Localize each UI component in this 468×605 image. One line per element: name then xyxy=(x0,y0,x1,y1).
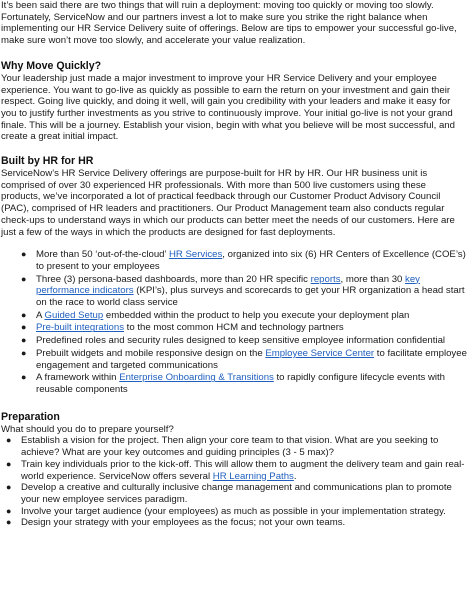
text: Predefined roles and security rules desi… xyxy=(36,335,446,347)
bullet-icon: ● xyxy=(6,458,12,469)
guided-setup-link[interactable]: Guided Setup xyxy=(44,309,104,321)
bullet-icon: ● xyxy=(6,505,12,516)
employee-service-center-link[interactable]: Employee Service Center xyxy=(265,347,375,359)
list-item: ● Involve your target audience (your empl… xyxy=(1,506,468,518)
text: to rapidly configure lifecycle events wi… xyxy=(36,372,446,395)
list-item: ● Establish a vision for the project. The… xyxy=(1,435,468,458)
text: Establish a vision for the project. Then… xyxy=(21,435,439,459)
bullet-icon: ● xyxy=(21,249,27,260)
build-heading: Built by HR for HR xyxy=(1,155,94,168)
bullet-icon: ● xyxy=(6,435,12,446)
why-heading: Why Move Quickly? xyxy=(1,59,102,72)
list-item: ● Prebuilt widgets and mobile responsive … xyxy=(1,348,468,371)
bullet-icon: ● xyxy=(21,372,27,383)
text: A framework within xyxy=(36,372,120,384)
prep-bullet-list: ● Establish a vision for the project. The… xyxy=(1,435,468,529)
list-item: ● Train key individuals prior to the kick… xyxy=(1,459,468,482)
list-item: ● Develop a creative and culturally inclu… xyxy=(1,482,468,505)
build-bullet-list: ● More than 50 ‘out-of-the-cloud’ HR Serv… xyxy=(1,249,468,395)
prep-paragraph: What should you do to prepare yourself? xyxy=(1,423,174,435)
text: Design your strategy with your employees… xyxy=(21,517,346,529)
enterprise-onboarding-link[interactable]: Enterprise Onboarding & Transitions xyxy=(119,372,274,384)
reports-link[interactable]: reports xyxy=(310,273,341,285)
build-paragraph: ServiceNow’s HR Service Delivery offerin… xyxy=(1,168,455,238)
text: (KPI’s), plus surveys and scorecards to … xyxy=(36,285,465,309)
list-item: ● A framework within Enterprise Onboardin… xyxy=(1,372,468,395)
list-item: ● Predefined roles and security rules des… xyxy=(1,335,468,347)
intro-paragraph: It’s been said there are two things that… xyxy=(1,0,457,47)
list-item: ● More than 50 ‘out-of-the-cloud’ HR Serv… xyxy=(1,249,468,272)
text: , organized into six (6) HR Centers of E… xyxy=(36,249,466,272)
list-item: ● Design your strategy with your employee… xyxy=(1,517,468,529)
bullet-icon: ● xyxy=(21,347,27,358)
text: embedded within the product to help you … xyxy=(103,309,410,321)
text: More than 50 ‘out-of-the-cloud’ xyxy=(36,249,169,261)
bullet-icon: ● xyxy=(6,517,12,528)
bullet-icon: ● xyxy=(21,335,27,346)
bullet-icon: ● xyxy=(21,309,27,320)
list-item: ● Three (3) persona-based dashboards, mor… xyxy=(1,274,468,309)
text: Three (3) persona-based dashboards, more… xyxy=(36,273,311,285)
hr-learning-paths-link[interactable]: HR Learning Paths xyxy=(212,470,294,482)
list-item: ● A Guided Setup embedded within the prod… xyxy=(1,310,468,322)
text: to facilitate employee engagement and ta… xyxy=(36,347,467,371)
text: , more than 30 xyxy=(340,273,406,285)
hr-services-link[interactable]: HR Services xyxy=(168,249,223,261)
kpi-link[interactable]: key performance indicators xyxy=(36,273,420,297)
text: Train key individuals prior to the kick-… xyxy=(21,458,465,482)
why-paragraph: Your leadership just made a major invest… xyxy=(1,72,455,143)
bullet-icon: ● xyxy=(21,273,27,284)
pre-built-integrations-link[interactable]: Pre-built integrations xyxy=(36,322,124,334)
text: A xyxy=(36,309,45,321)
list-item: ● Pre-built integrations to the most comm… xyxy=(1,322,468,334)
bullet-icon: ● xyxy=(6,482,12,493)
bullet-icon: ● xyxy=(21,322,27,333)
text: Prebuilt widgets and mobile responsive d… xyxy=(36,347,266,359)
text: to the most common HCM and technology pa… xyxy=(124,322,344,334)
text: . xyxy=(293,470,297,482)
text: Develop a creative and culturally inclus… xyxy=(21,482,452,505)
text: Involve your target audience (your emplo… xyxy=(21,505,446,517)
prep-heading: Preparation xyxy=(1,410,60,423)
